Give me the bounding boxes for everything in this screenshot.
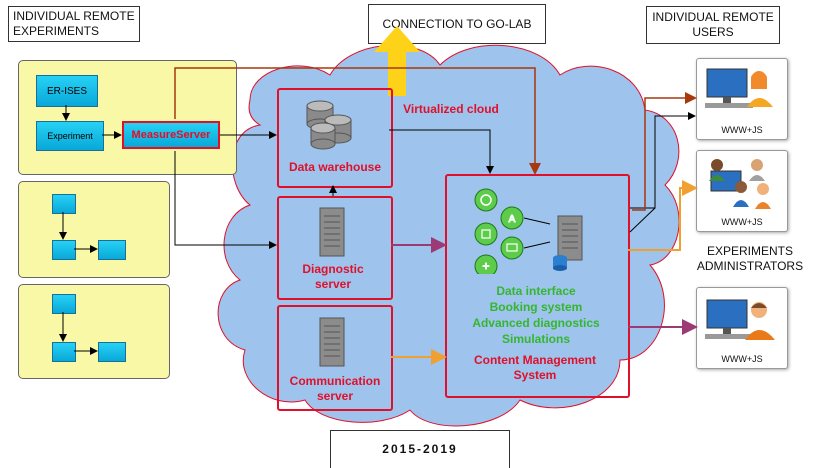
cms-service-icons: A + — [474, 188, 551, 274]
experiment-panel-3 — [18, 284, 170, 379]
administrator-icon — [705, 299, 775, 340]
measure-server-box[interactable]: MeasureServer — [122, 121, 220, 149]
svg-text:+: + — [482, 259, 489, 273]
panel2-block-b — [52, 240, 76, 260]
data-warehouse-label: Data warehouse — [288, 160, 382, 174]
cms-title: Content Management System — [473, 353, 596, 382]
panel3-block-a — [52, 294, 76, 314]
experiments-administrators-label: EXPERIMENTS ADMINISTRATORS — [690, 240, 810, 278]
computer-user-icon — [705, 68, 773, 108]
er-ises-box[interactable]: ER-ISES — [36, 75, 98, 107]
user-card-2[interactable]: WWW+JS — [696, 150, 788, 232]
cms-service-simulations: Simulations — [501, 332, 570, 346]
svg-text:A: A — [509, 214, 516, 225]
user-group-icon — [709, 159, 771, 209]
cms-server-icon — [553, 215, 583, 271]
panel3-block-b — [52, 342, 76, 362]
user-caption: WWW+JS — [721, 217, 763, 227]
user-caption: WWW+JS — [721, 354, 763, 364]
panel2-block-a — [52, 194, 76, 214]
user-caption: WWW+JS — [721, 125, 763, 135]
panel2-block-c — [98, 240, 126, 260]
golab-up-arrow — [374, 26, 420, 96]
diagnostic-server-icon — [319, 207, 345, 257]
virtualized-cloud-title: Virtualized cloud — [403, 102, 499, 116]
communication-server-label: Communication server — [289, 374, 381, 403]
experiment-box[interactable]: Experiment — [36, 121, 104, 151]
panel3-block-c — [98, 342, 126, 362]
individual-remote-users-label: INDIVIDUAL REMOTE USERS — [646, 6, 780, 44]
experiment-panel-2 — [18, 181, 170, 278]
communication-server-icon — [319, 317, 345, 367]
cms-service-advanced-diagnostics: Advanced diagnostics — [472, 316, 600, 330]
diagnostic-server-box — [277, 196, 393, 300]
diagnostic-server-label: Diagnostic server — [302, 262, 364, 291]
years-label: 2015-2019 — [330, 430, 510, 468]
database-icon — [306, 100, 352, 150]
cms-box — [445, 174, 630, 398]
cms-service-booking-system: Booking system — [489, 300, 583, 314]
communication-server-box — [277, 305, 393, 411]
individual-remote-experiments-label: INDIVIDUAL REMOTE EXPERIMENTS — [8, 6, 140, 42]
admin-card[interactable]: WWW+JS — [696, 287, 788, 369]
cms-service-data-interface: Data interface — [496, 284, 576, 298]
user-card-1[interactable]: WWW+JS — [696, 58, 788, 140]
